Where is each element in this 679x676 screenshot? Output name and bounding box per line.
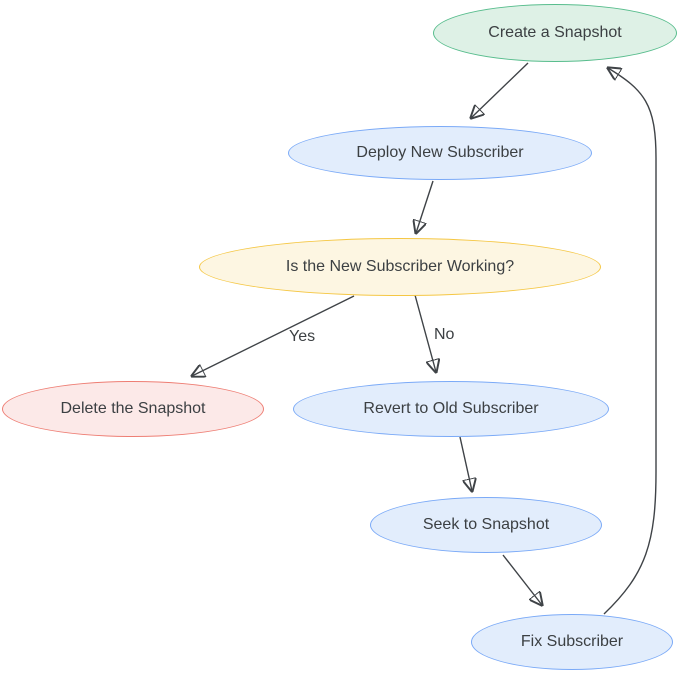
edge-create-to-deploy — [471, 62, 529, 118]
node-deploy-new-subscriber-label: Deploy New Subscriber — [356, 144, 524, 161]
node-create-snapshot: Create a Snapshot — [433, 4, 677, 62]
node-revert-to-old-subscriber-label: Revert to Old Subscriber — [363, 400, 539, 417]
node-delete-the-snapshot-label: Delete the Snapshot — [60, 400, 206, 417]
edge-label-yes: Yes — [289, 328, 316, 345]
node-is-new-subscriber-working-label: Is the New Subscriber Working? — [285, 258, 515, 275]
edge-fix-to-create — [603, 68, 657, 615]
edge-label-no: No — [434, 326, 455, 343]
node-fix-subscriber-label: Fix Subscriber — [520, 633, 624, 650]
edge-working-to-delete — [192, 295, 355, 376]
node-delete-the-snapshot: Delete the Snapshot — [2, 381, 264, 437]
edge-deploy-to-working — [416, 180, 434, 233]
edge-seek-to-fix — [502, 554, 542, 605]
node-create-snapshot-label: Create a Snapshot — [488, 24, 622, 41]
node-revert-to-old-subscriber: Revert to Old Subscriber — [293, 381, 609, 437]
node-deploy-new-subscriber: Deploy New Subscriber — [288, 126, 592, 180]
edge-working-to-revert — [414, 294, 436, 372]
node-fix-subscriber: Fix Subscriber — [471, 614, 673, 670]
edge-revert-to-seek — [459, 436, 472, 491]
node-seek-to-snapshot-label: Seek to Snapshot — [422, 516, 550, 533]
node-is-new-subscriber-working: Is the New Subscriber Working? — [199, 238, 601, 296]
node-seek-to-snapshot: Seek to Snapshot — [370, 497, 602, 553]
